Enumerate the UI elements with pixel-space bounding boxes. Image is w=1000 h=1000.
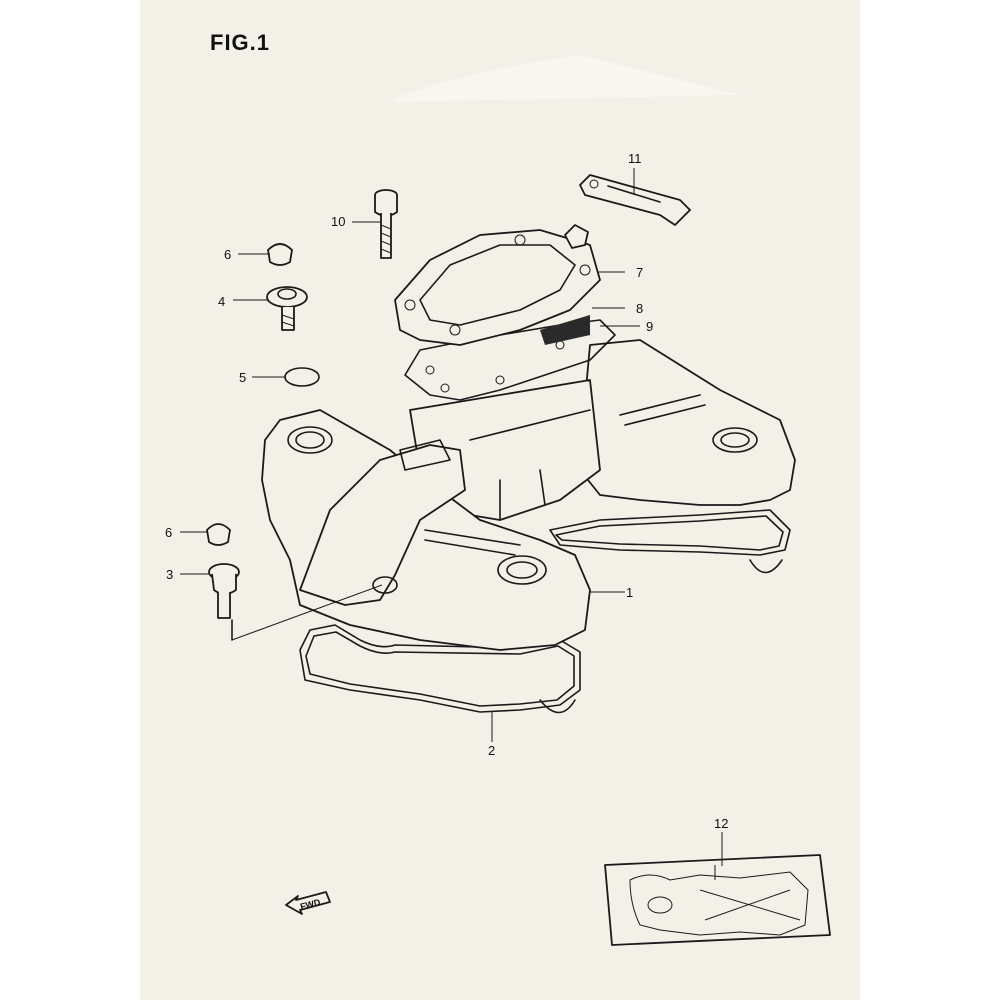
part-5-o-ring [284,367,320,387]
part-12-gasket-set [604,854,831,946]
callout-1: 1 [626,585,634,600]
part-4-bolt [266,286,308,331]
callout-9: 9 [646,319,654,334]
part-6-cap-upper [267,243,293,266]
callout-4: 4 [218,294,226,309]
callout-12: 12 [714,816,729,831]
part-8-filter [540,315,590,345]
callout-6-upper: 6 [224,247,232,262]
erasure-mark [390,55,740,102]
fwd-label: FWD [299,897,322,912]
part-6-cap-lower [206,523,231,546]
callout-6-lower: 6 [165,525,173,540]
part-3-bolt [208,563,240,641]
part-2-rear-gasket [549,509,791,574]
part-1-cylinder-head-cover [261,339,796,651]
fwd-direction-arrow: FWD [285,891,331,915]
part-7-breather-cover [394,224,601,346]
callout-11: 11 [628,151,642,166]
assembly-guide-line [231,584,383,641]
callout-2: 2 [488,743,496,758]
figure-title: FIG.1 [210,30,271,55]
callout-3: 3 [166,567,174,582]
callout-8: 8 [636,301,644,316]
leader-lines [180,168,723,866]
part-10-bolt [374,189,398,259]
part-11-bracket [579,174,691,226]
callout-5: 5 [239,370,247,385]
callout-10: 10 [331,214,346,229]
part-2-gasket [299,624,581,714]
callout-7: 7 [636,265,644,280]
